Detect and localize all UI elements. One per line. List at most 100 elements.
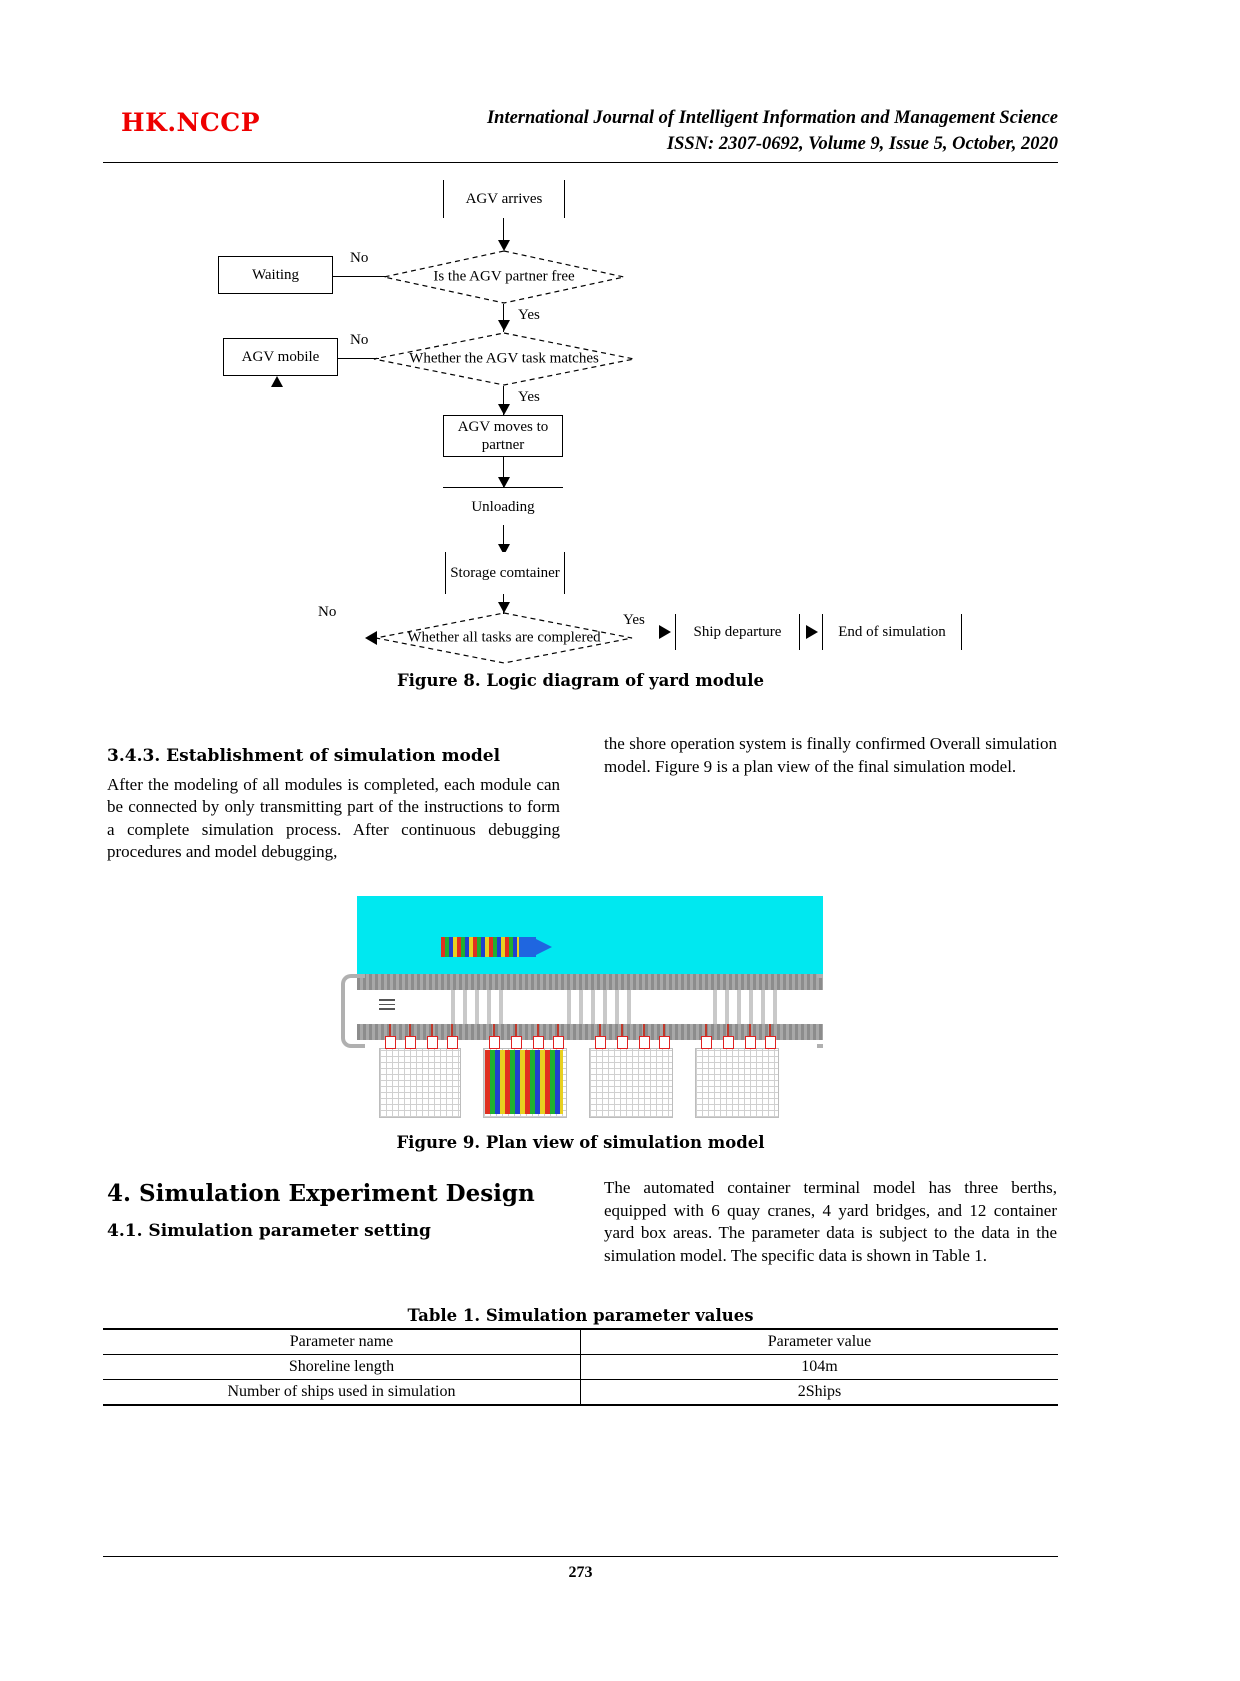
- sim-crane-stem: [705, 1024, 707, 1036]
- sim-crane-stem: [643, 1024, 645, 1036]
- left-column-upper: 3.4.3. Establishment of simulation model…: [107, 745, 560, 874]
- sim-crane-stem: [557, 1024, 559, 1036]
- sim-lane: [591, 990, 595, 1024]
- flow-arrow-right-icon: [659, 625, 671, 639]
- flow-arrow-right-icon: [806, 625, 818, 639]
- table-header-row: Parameter name Parameter value: [103, 1328, 1058, 1355]
- sim-yard-crane: [745, 1036, 756, 1049]
- sim-crane-stem: [749, 1024, 751, 1036]
- right-column-upper: the shore operation system is finally co…: [604, 733, 1057, 788]
- table-cell-name: Shoreline length: [103, 1354, 581, 1380]
- flow-node-waiting: Waiting: [218, 256, 333, 294]
- flow-node-agv-moves-to-partner: AGV moves to partner: [443, 415, 563, 457]
- flow-edge-label-no3: No: [318, 604, 337, 620]
- sim-lane: [737, 990, 741, 1024]
- flow-node-label: Waiting: [251, 267, 300, 283]
- sim-lane: [451, 990, 455, 1024]
- sim-menu-icon: [379, 999, 395, 1011]
- flow-connector: [503, 386, 505, 416]
- table-cell-value: 2Ships: [580, 1379, 1058, 1406]
- page-number: 273: [568, 1564, 593, 1581]
- sim-agv-loop-right: [817, 974, 823, 1048]
- sim-lane: [487, 990, 491, 1024]
- flow-edge-label-no2: No: [350, 332, 369, 348]
- sim-water-area: [357, 896, 823, 974]
- sim-lane: [615, 990, 619, 1024]
- table1-simulation-parameters: Parameter name Parameter value Shoreline…: [103, 1328, 1058, 1406]
- footer-divider: [103, 1556, 1058, 1557]
- sim-lane: [713, 990, 717, 1024]
- sim-yard-block: [589, 1048, 673, 1118]
- diamond-shape-icon: [373, 332, 635, 386]
- sim-yard-crane: [447, 1036, 458, 1049]
- flow-decision-task-matches: Whether the AGV task matches: [373, 332, 635, 386]
- sim-crane-stem: [769, 1024, 771, 1036]
- sim-yard-crane: [533, 1036, 544, 1049]
- flow-node-label: Storage comtainer: [450, 565, 560, 581]
- flow-edge-label-no1: No: [350, 250, 369, 266]
- sim-yard-crane: [511, 1036, 522, 1049]
- flow-connector: [503, 525, 505, 555]
- sim-lane: [627, 990, 631, 1024]
- flow-node-label: AGV mobile: [241, 349, 320, 365]
- sim-quay-upper: [357, 974, 823, 990]
- sim-crane-stem: [515, 1024, 517, 1036]
- sim-lane: [579, 990, 583, 1024]
- flow-node-agv-arrives: AGV arrives: [443, 180, 565, 218]
- flow-arrow-up-icon: [271, 376, 283, 387]
- flow-connector: [503, 304, 505, 332]
- sim-yard-block: [379, 1048, 461, 1118]
- section-heading-4: 4. Simulation Experiment Design: [107, 1180, 535, 1207]
- diamond-shape-icon: [375, 612, 633, 664]
- left-column-section4: 4. Simulation Experiment Design 4.1. Sim…: [107, 1180, 560, 1248]
- flow-connector: [503, 457, 505, 489]
- flow-edge-label-yes3: Yes: [623, 612, 645, 628]
- sim-lane: [499, 990, 503, 1024]
- flow-node-label: Whether the AGV task matches: [409, 350, 599, 367]
- sim-lane: [603, 990, 607, 1024]
- sim-yard-crane: [659, 1036, 670, 1049]
- flow-arrow-down-icon: [498, 477, 510, 488]
- page-header: HK.NCCP International Journal of Intelli…: [103, 100, 1058, 162]
- flow-node-label: AGV moves to partner: [457, 419, 549, 453]
- sim-crane-stem: [389, 1024, 391, 1036]
- sim-yard-crane: [427, 1036, 438, 1049]
- table-row: Shoreline length 104m: [103, 1354, 1058, 1380]
- sim-yard-crane: [553, 1036, 564, 1049]
- flow-arrow-down-icon: [498, 320, 510, 331]
- sim-yard-crane: [701, 1036, 712, 1049]
- sim-yard-crane: [723, 1036, 734, 1049]
- header-divider: [103, 162, 1058, 163]
- sim-yard-crane: [617, 1036, 628, 1049]
- flow-edge-label-yes2: Yes: [518, 389, 540, 405]
- table-cell-name: Number of ships used in simulation: [103, 1379, 581, 1406]
- sim-lane: [725, 990, 729, 1024]
- flow-node-label: Is the AGV partner free: [433, 268, 575, 285]
- sim-yard-crane: [639, 1036, 650, 1049]
- journal-issn-line: ISSN: 2307-0692, Volume 9, Issue 5, Octo…: [666, 134, 1058, 154]
- flow-node-storage-container: Storage comtainer: [445, 552, 565, 594]
- section-heading-343: 3.4.3. Establishment of simulation model: [107, 746, 501, 766]
- flow-node-unloading: Unloading: [443, 487, 563, 525]
- sim-yard-crane: [405, 1036, 416, 1049]
- sim-crane-stem: [493, 1024, 495, 1036]
- flow-node-label: AGV arrives: [465, 191, 543, 207]
- journal-title: International Journal of Intelligent Inf…: [486, 108, 1058, 128]
- sim-yard-crane: [765, 1036, 776, 1049]
- sim-stacked-containers: [485, 1050, 563, 1114]
- figure9-simulation-image: [331, 893, 823, 1118]
- sim-lane: [761, 990, 765, 1024]
- sim-crane-stem: [621, 1024, 623, 1036]
- section4-paragraph: The automated container terminal model h…: [604, 1178, 1057, 1265]
- sim-crane-stem: [537, 1024, 539, 1036]
- flow-node-label: Whether all tasks are complered: [407, 629, 601, 646]
- table-cell-value: 104m: [580, 1354, 1058, 1380]
- table1-caption: Table 1. Simulation parameter values: [407, 1306, 754, 1325]
- sim-crane-stem: [599, 1024, 601, 1036]
- flow-arrow-down-icon: [498, 544, 510, 555]
- left-column-paragraph: After the modeling of all modules is com…: [107, 774, 560, 862]
- sim-crane-stem: [727, 1024, 729, 1036]
- sim-yard-block: [695, 1048, 779, 1118]
- sim-yard-crane: [595, 1036, 606, 1049]
